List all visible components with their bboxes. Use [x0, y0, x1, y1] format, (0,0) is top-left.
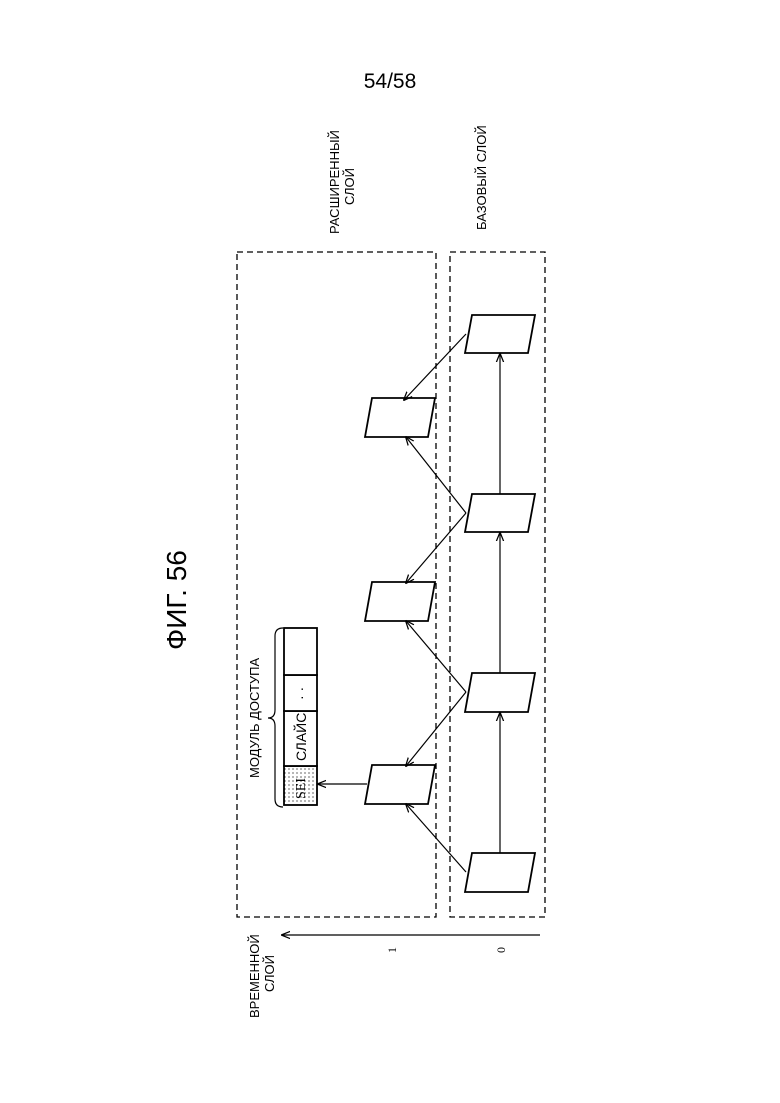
enhancement-picture: [365, 398, 435, 437]
access-unit: SEI СЛАЙС · ·: [268, 628, 317, 807]
base-picture: [465, 673, 535, 712]
enhancement-layer-label-line1: РАСШИРЕННЫЙ: [327, 130, 342, 234]
temporal-layer-label-line2: СЛОЙ: [262, 955, 277, 992]
figure-title: ФИГ. 56: [161, 550, 192, 650]
temporal-layer-value-0: 0: [494, 947, 508, 953]
enhancement-picture: [365, 582, 435, 621]
access-unit-ellipsis-text: · ·: [293, 687, 309, 700]
base-picture: [465, 494, 535, 532]
enhancement-picture: [365, 765, 435, 804]
temporal-layer-value-1: 1: [385, 947, 399, 953]
access-unit-sei-text: SEI: [294, 778, 309, 799]
enhancement-layer-label-line2: СЛОЙ: [342, 168, 357, 205]
access-unit-slice-text: СЛАЙС: [292, 713, 309, 761]
access-unit-brace: [268, 628, 283, 807]
access-unit-empty-cell: [284, 628, 317, 675]
access-unit-label: МОДУЛЬ ДОСТУПА: [247, 657, 262, 778]
temporal-layer-label-line1: ВРЕМЕННОЙ: [247, 934, 262, 1018]
inter-layer-prediction-arrow: [406, 621, 466, 692]
base-layer-label: БАЗОВЫЙ СЛОЙ: [474, 125, 489, 230]
inter-layer-prediction-arrow: [404, 334, 466, 400]
base-picture: [465, 315, 535, 353]
base-picture: [465, 853, 535, 892]
